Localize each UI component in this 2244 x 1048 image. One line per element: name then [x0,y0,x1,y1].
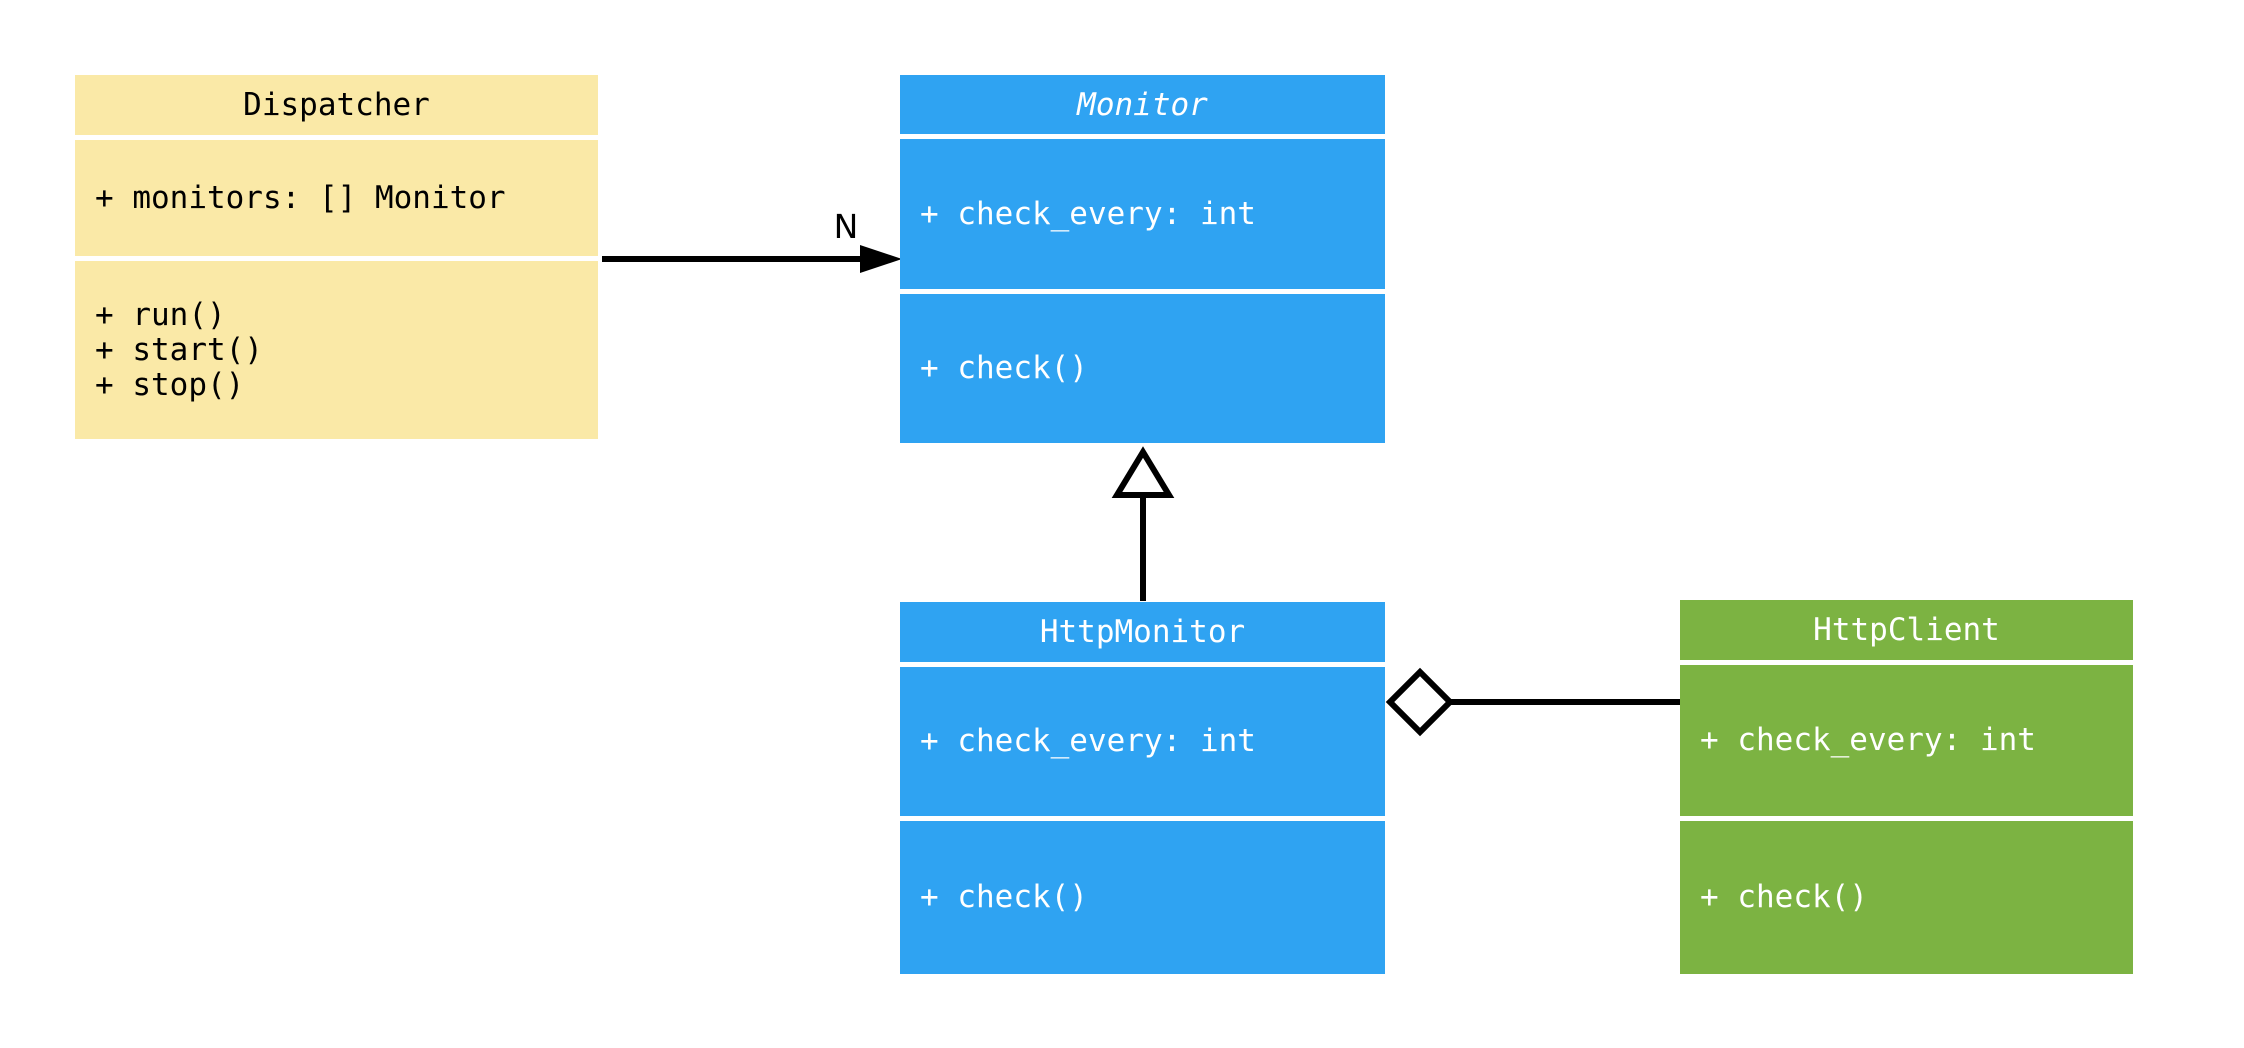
inheritance-httpmonitor-monitor [1111,446,1175,601]
class-httpmonitor-title: HttpMonitor [900,602,1385,662]
class-dispatcher: Dispatcher + monitors: [] Monitor + run(… [75,75,598,439]
class-httpclient-title: HttpClient [1680,600,2133,660]
class-httpclient-attributes: + check_every: int [1680,665,2133,816]
attribute-row: + check_every: int [1700,722,2036,758]
class-httpmonitor: HttpMonitor + check_every: int + check() [900,602,1385,974]
class-httpclient-methods: + check() [1680,821,2133,974]
hollow-diamond-icon [1385,667,1455,737]
class-httpmonitor-methods: + check() [900,821,1385,974]
class-monitor-methods: + check() [900,294,1385,443]
class-dispatcher-attributes: + monitors: [] Monitor [75,140,598,256]
hollow-triangle-icon [1111,446,1175,498]
method-row: + start() [95,331,263,368]
method-row: + stop() [95,366,245,403]
class-dispatcher-title: Dispatcher [75,75,598,135]
association-dispatcher-monitor: N [602,207,902,273]
attribute-row: + monitors: [] Monitor [95,179,506,216]
method-row: + run() [95,296,226,333]
class-monitor: Monitor + check_every: int + check() [900,75,1385,443]
method-row: + check() [1700,879,1868,915]
class-monitor-attributes: + check_every: int [900,139,1385,289]
method-row: + check() [920,879,1088,915]
class-dispatcher-methods: + run() + start() + stop() [75,261,598,439]
aggregation-httpmonitor-httpclient [1385,667,1680,737]
class-httpmonitor-attributes: + check_every: int [900,667,1385,816]
class-monitor-title: Monitor [900,75,1385,134]
attribute-row: + check_every: int [920,195,1256,232]
multiplicity-label: N [834,207,859,246]
method-row: + check() [920,350,1088,386]
class-httpclient: HttpClient + check_every: int + check() [1680,600,2133,974]
attribute-row: + check_every: int [920,723,1256,759]
arrowhead-icon [860,245,902,273]
